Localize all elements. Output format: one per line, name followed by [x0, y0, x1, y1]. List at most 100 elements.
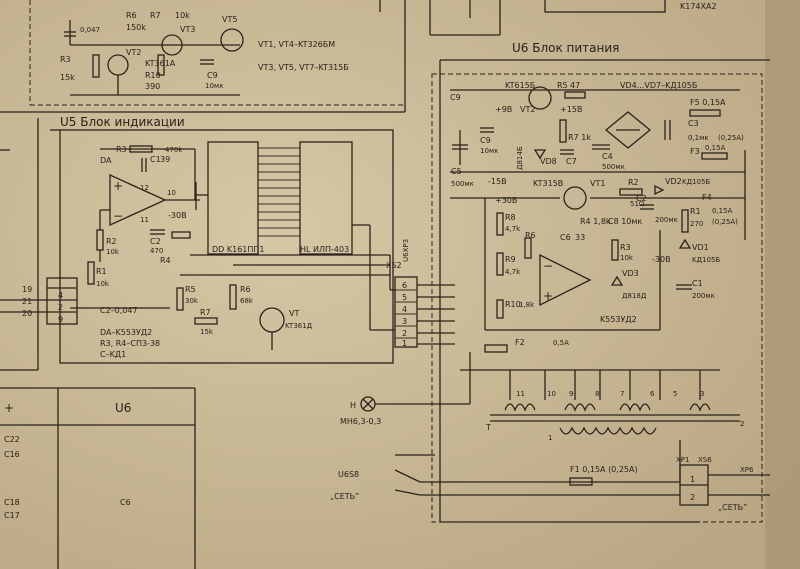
- u6-f1: F1 0,15A (0,25A): [570, 465, 638, 474]
- parts-table: + U6 C22 C16 C18 C17 C6: [0, 387, 196, 569]
- u5-lp2-1: 21: [22, 297, 32, 306]
- u5-lp-1: 2: [58, 303, 63, 312]
- u6-f4-alt: (0,25A): [712, 218, 738, 226]
- u6-m15: -15B: [488, 177, 507, 186]
- u5-dd-chip: [207, 141, 259, 255]
- u6-w-5: 6: [650, 390, 655, 398]
- top-r7-val: 10k: [175, 11, 190, 20]
- u6-vd1-type: KД105Б: [692, 256, 720, 264]
- u6-da: K553УД2: [600, 315, 637, 324]
- u6-r1: R1: [690, 207, 701, 216]
- u6-vt2-symbol: [528, 86, 552, 110]
- u6-c4: C4: [602, 152, 613, 161]
- svg-text:−: −: [113, 209, 123, 223]
- table-right: C6: [120, 498, 131, 507]
- u6-c8: C8 10мк: [608, 217, 642, 226]
- u5-r1-label: R1: [96, 267, 107, 276]
- u5-pin12: 12: [140, 184, 149, 192]
- u5-r3-val: 470k: [165, 146, 183, 154]
- u6-c1: C1: [692, 279, 703, 288]
- u6-vd: VD4...VD7–KД105Б: [620, 81, 697, 90]
- top-vt5: VT5: [222, 15, 237, 24]
- u6-f2-val: 0,5A: [553, 339, 569, 347]
- top-section: K174XA2 0,047 R3 15k VT2 R6 150k R7 10k …: [0, 0, 717, 113]
- u5-r7-label: R7: [200, 308, 211, 317]
- u5-r2-val: 10k: [106, 248, 120, 256]
- u5-c1: C1: [150, 155, 161, 164]
- u5-da: DA: [100, 156, 112, 165]
- interconnect-wires: [352, 224, 455, 345]
- u5-r7-val: 15k: [200, 328, 214, 336]
- u5-lp-0: 4: [58, 291, 63, 300]
- u6-title: U6 Блок питания: [512, 41, 619, 55]
- lamp-switch-area: H MH6,3-0,3 U6S8 „СЕТЬ”: [330, 352, 471, 501]
- u5-r6-val: 68k: [240, 297, 254, 305]
- u6-c3: C3: [688, 119, 699, 128]
- u6-r6: R6: [525, 231, 536, 240]
- u6-vd8: VD8: [540, 157, 557, 166]
- u6-w-0: 11: [516, 390, 525, 398]
- u6-c7: C7: [566, 157, 577, 166]
- u6-vt1kt: KT315B: [533, 179, 563, 188]
- u5-lp-2: 9: [58, 315, 63, 324]
- u5-note2: R3, R4–СП3-38: [100, 339, 160, 348]
- u6-c3-val: 0,1мк: [688, 134, 709, 142]
- u5-frame: [59, 129, 394, 364]
- u5-left-connector: [46, 277, 78, 325]
- u6-c9: C9: [450, 93, 461, 102]
- u5-r5: [176, 287, 184, 311]
- u5-c2: C2: [150, 237, 161, 246]
- u5-pin11: 11: [140, 216, 149, 224]
- u5-xp3-label: U6XP3: [402, 239, 410, 262]
- u5-cp-4: 2: [402, 329, 407, 338]
- svg-text:−: −: [543, 259, 553, 273]
- table-left-2: C18: [4, 498, 20, 507]
- u6-r10: R10: [505, 300, 521, 309]
- u6-vd2-type: KД105Б: [682, 178, 710, 186]
- u6-r10-val: 1,8k: [519, 301, 535, 309]
- u6-vd3: VD3: [622, 269, 639, 278]
- u5-r5-val: 30k: [185, 297, 199, 305]
- u6-c2: C2: [636, 194, 647, 203]
- u6-f3-val: 0,15A: [705, 144, 726, 152]
- u6-c6: C6: [560, 233, 571, 242]
- u6-r8-val: 4,7k: [505, 225, 521, 233]
- u6-r3: R3: [620, 243, 631, 252]
- u6-w-6: 5: [673, 390, 677, 398]
- u5-r2-label: R2: [106, 237, 117, 246]
- u6-p9: +9B: [495, 105, 512, 114]
- u6-r4: R4 1,8k: [580, 217, 611, 226]
- u5-note1: DA–K553УД2: [100, 328, 152, 337]
- u6-f3: F3: [690, 147, 700, 156]
- u5-vt-type: KT361Д: [285, 322, 313, 330]
- u6-c4-val: 500мк: [602, 163, 625, 171]
- u6-vd8b: Д814Б: [516, 146, 524, 170]
- u5-cp-2: 4: [402, 305, 407, 314]
- top-note1: VT1, VT4–KT326БM: [258, 40, 335, 49]
- u5-cp-1: 5: [402, 293, 407, 302]
- u5-cp-5: 1: [402, 339, 407, 348]
- u6-xp1: XP1: [676, 456, 689, 464]
- u6-vt2: VT2: [520, 105, 535, 114]
- u6-vd3-type: Д818Д: [622, 292, 647, 300]
- top-note2: VT3, VT5, VT7–KT315Б: [258, 63, 349, 72]
- u5-r1: [87, 261, 95, 285]
- u6-r2: R2: [628, 178, 639, 187]
- u6-w-7: 3: [700, 390, 704, 398]
- u6-r3-val: 10k: [620, 254, 634, 262]
- u5-r6-label: R6: [240, 285, 251, 294]
- svg-text:+: +: [543, 289, 553, 303]
- u6-f2: F2: [515, 338, 525, 347]
- left-edge-wires: [0, 118, 39, 371]
- u5-r7: [194, 317, 218, 325]
- u5-c1-val: 39: [160, 155, 170, 164]
- top-r3-val: 15k: [60, 73, 75, 82]
- u5-r1-val: 10k: [96, 280, 110, 288]
- u5-pin10: 10: [167, 189, 176, 197]
- table-header-right: U6: [115, 401, 131, 415]
- u6-f5: F5 0,15A: [690, 98, 726, 107]
- top-vt5-symbol: [220, 28, 244, 52]
- u5-c2b: C2–0,047: [100, 306, 138, 315]
- u5-hl-label: HL ИЛП-403: [300, 245, 349, 254]
